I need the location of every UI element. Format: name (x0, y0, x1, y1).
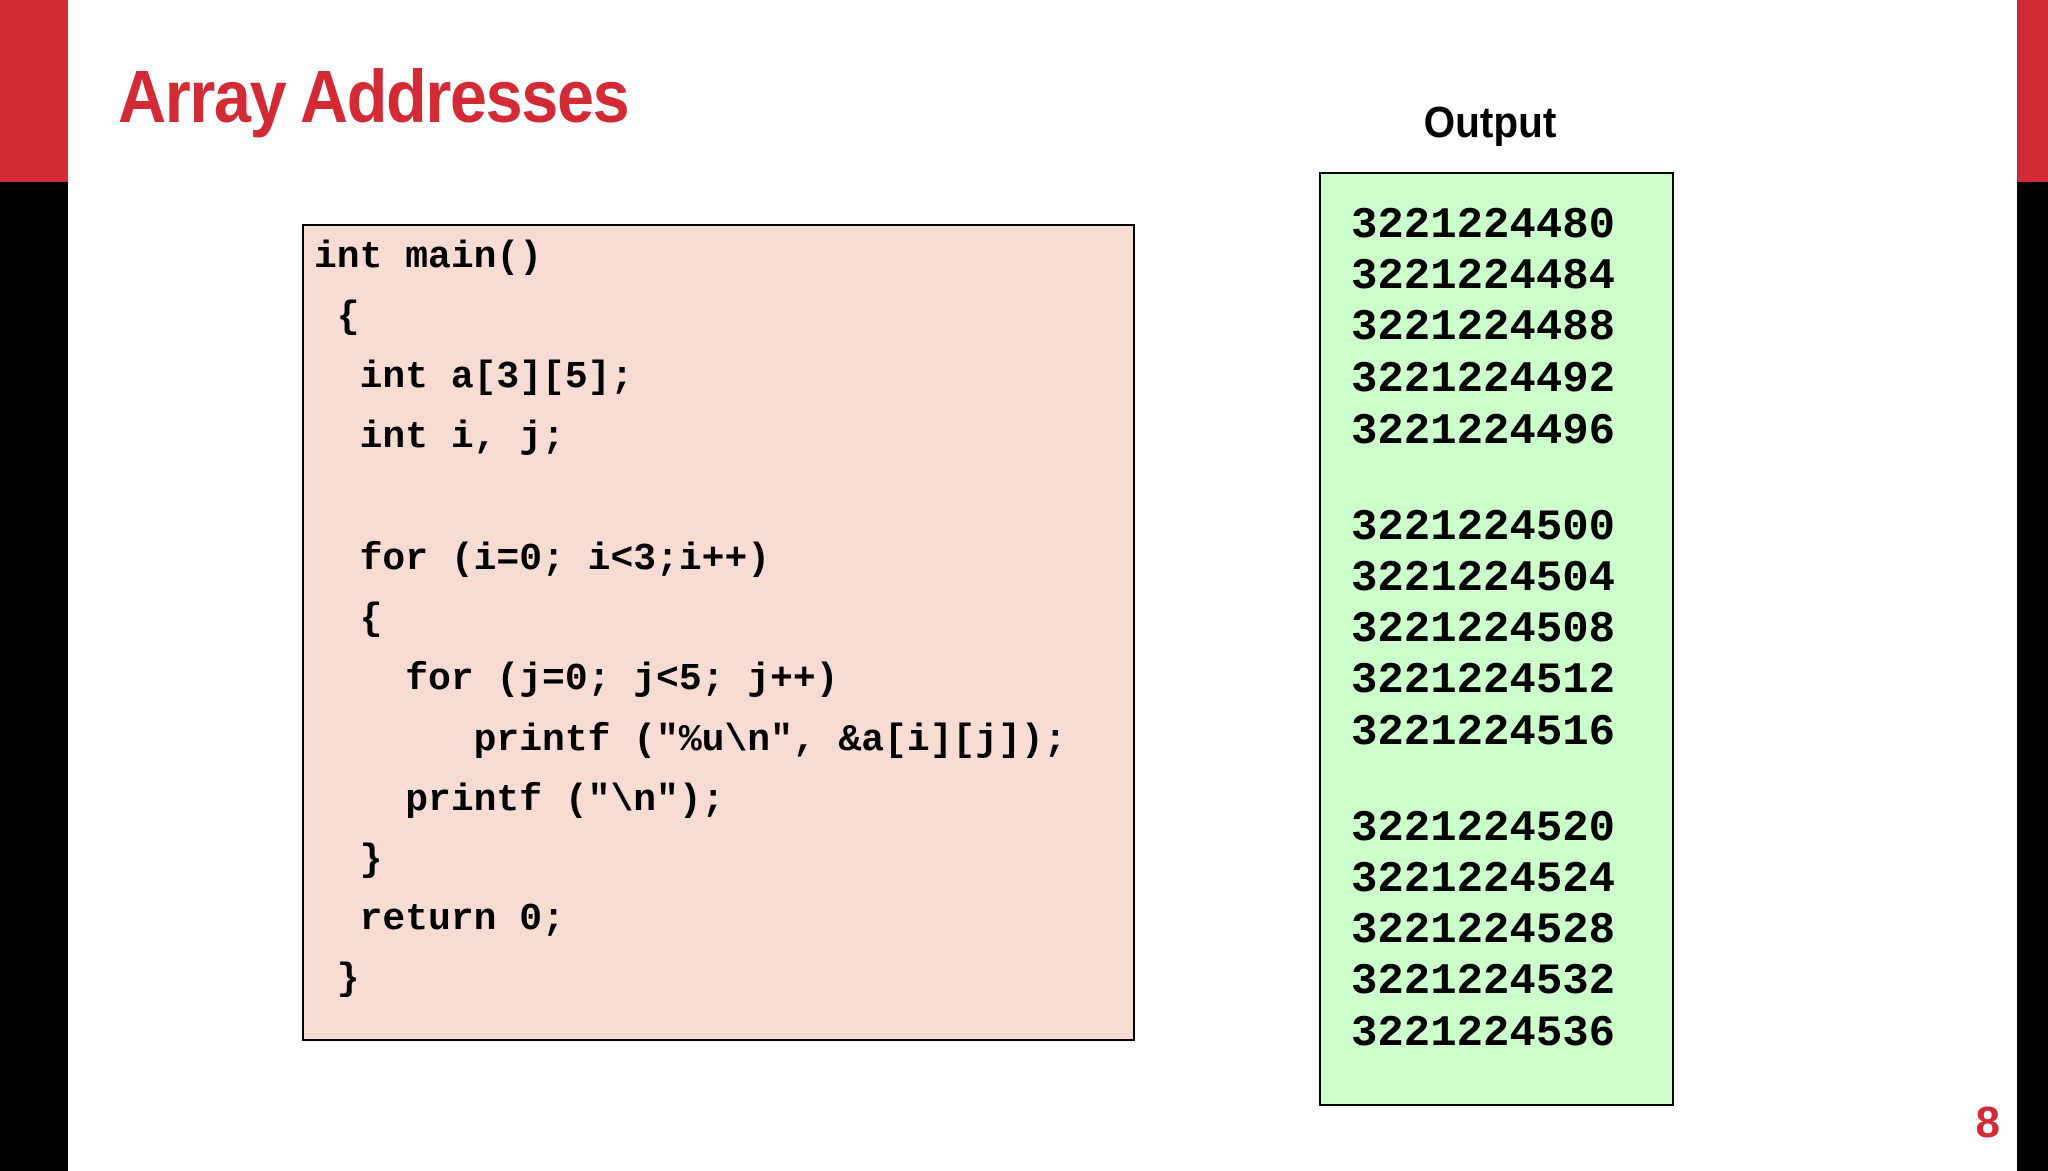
output-line: 3221224524 (1351, 855, 1616, 905)
right-accent-bar (2017, 0, 2048, 182)
code-line: return 0; (314, 898, 565, 941)
output-line: 3221224504 (1351, 554, 1616, 604)
output-line: 3221224512 (1351, 656, 1616, 706)
output-heading: Output (1423, 98, 1557, 147)
output-block: 3221224480 3221224484 3221224488 3221224… (1319, 172, 1674, 1106)
code-line: for (i=0; i<3;i++) (314, 538, 771, 581)
output-line: 3221224496 (1351, 407, 1616, 457)
code-block: int main() { int a[3][5]; int i, j; for … (302, 224, 1135, 1041)
right-side-bar (2017, 182, 2048, 1171)
output-line: 3221224480 (1351, 201, 1616, 251)
code-line: printf ("%u\n", &a[i][j]); (314, 719, 1067, 762)
code-line: } (314, 839, 383, 882)
code-line: int i, j; (314, 416, 565, 459)
left-accent-bar (0, 0, 68, 182)
output-line: 3221224484 (1351, 252, 1616, 302)
code-line: int a[3][5]; (314, 356, 634, 399)
code-line: } (314, 958, 360, 1001)
output-line: 3221224520 (1351, 804, 1616, 854)
output-line: 3221224532 (1351, 957, 1616, 1007)
code-line: for (j=0; j<5; j++) (314, 658, 839, 701)
left-side-bar (0, 182, 68, 1171)
output-line: 3221224508 (1351, 605, 1616, 655)
output-line: 3221224536 (1351, 1009, 1616, 1059)
output-line: 3221224492 (1351, 355, 1616, 405)
code-line: { (314, 296, 360, 339)
slide-title: Array Addresses (118, 55, 630, 138)
code-line: printf ("\n"); (314, 779, 725, 822)
code-line: int main() (314, 236, 543, 279)
output-line: 3221224528 (1351, 906, 1616, 956)
code-line: { (314, 598, 383, 641)
output-line: 3221224500 (1351, 503, 1616, 553)
output-line: 3221224488 (1351, 303, 1616, 353)
output-line: 3221224516 (1351, 708, 1616, 758)
page-number: 8 (1975, 1098, 2000, 1147)
